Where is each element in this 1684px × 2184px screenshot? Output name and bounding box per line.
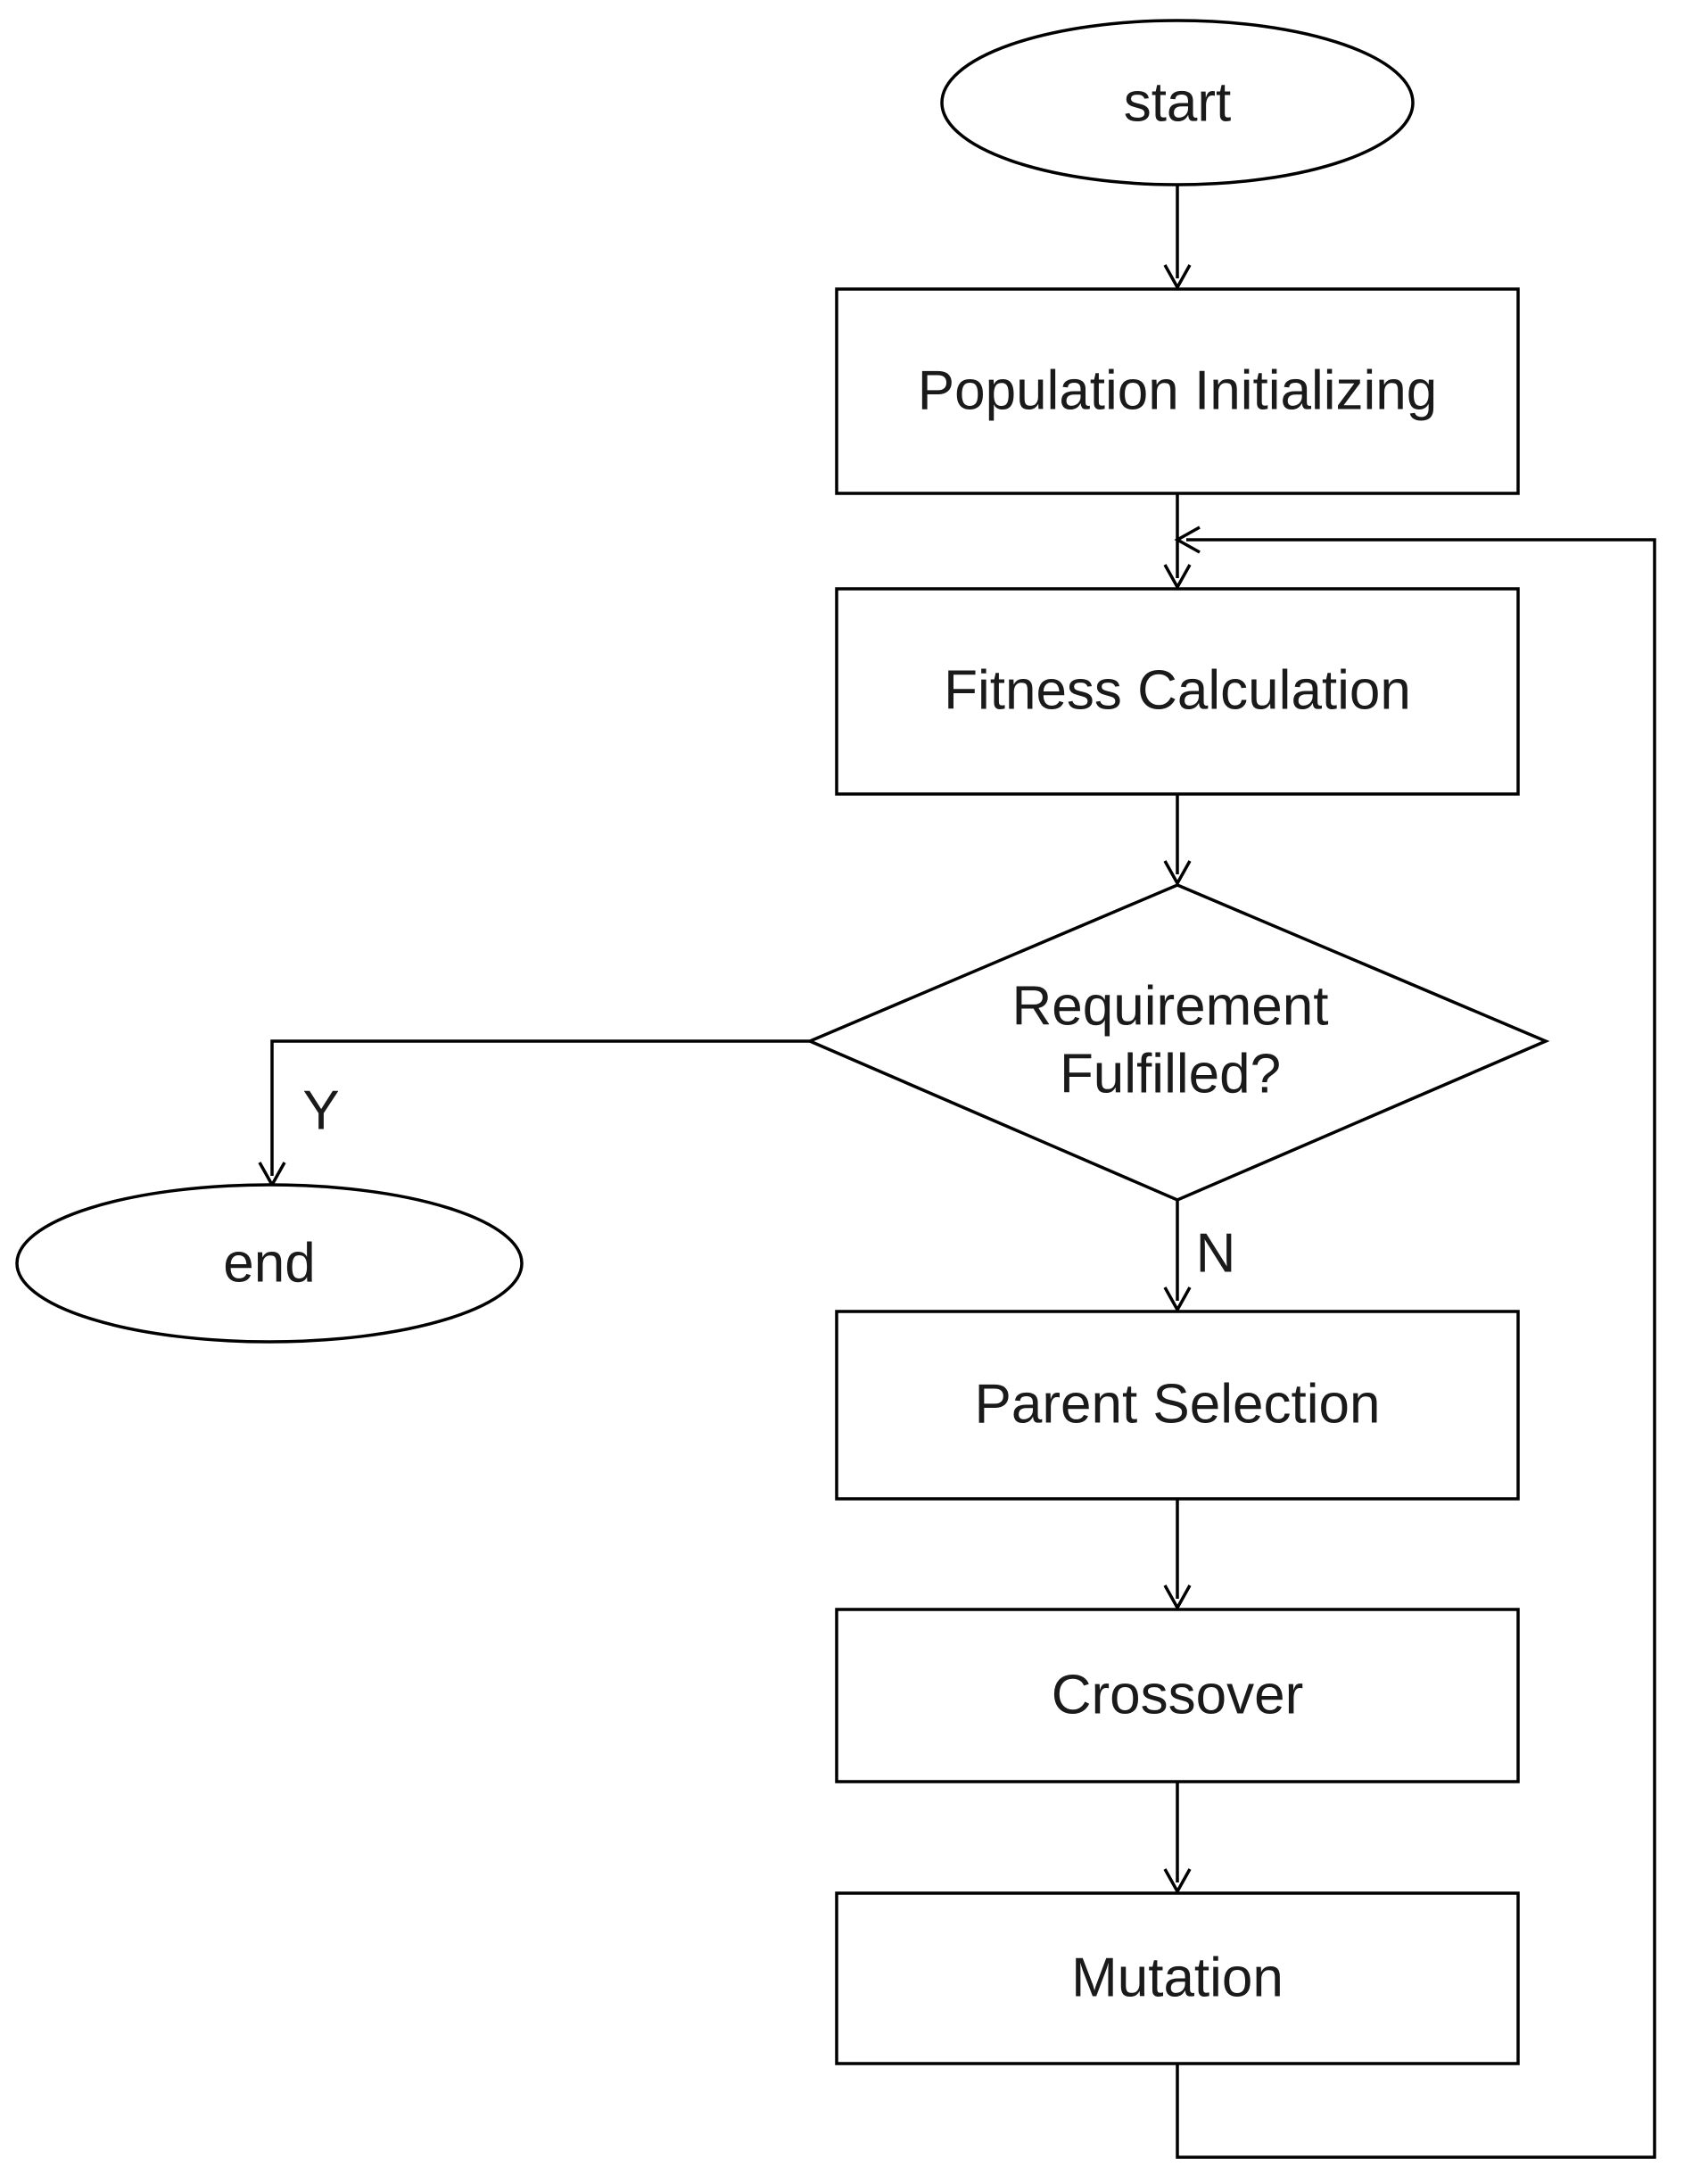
requirement-fulfilled-decision: Requirement Fulfilled? xyxy=(805,883,1550,1202)
crossover-label: Crossover xyxy=(1052,1665,1304,1726)
edge-start-to-init xyxy=(1163,185,1192,291)
crossover-node: Crossover xyxy=(835,1608,1520,1783)
mutation-node: Mutation xyxy=(835,1891,1520,2065)
decision-label-line2: Fulfilled? xyxy=(1060,1044,1281,1105)
mutation-label: Mutation xyxy=(1071,1948,1284,2009)
edge-fitness-to-decision xyxy=(1163,794,1192,887)
end-node: end xyxy=(15,1183,524,1344)
decision-label-line1: Requirement xyxy=(1012,976,1329,1038)
fitness-calculation-node: Fitness Calculation xyxy=(835,587,1520,796)
parent-selection-node: Parent Selection xyxy=(835,1310,1520,1501)
edge-parent-to-crossover xyxy=(1163,1499,1192,1611)
fitness-calculation-label: Fitness Calculation xyxy=(944,660,1411,722)
end-label: end xyxy=(223,1233,315,1295)
edge-crossover-to-mutation xyxy=(1163,1782,1192,1895)
population-initializing-node: Population Initializing xyxy=(835,287,1520,495)
start-label: start xyxy=(1124,72,1232,134)
parent-selection-label: Parent Selection xyxy=(975,1374,1381,1435)
no-label: N xyxy=(1196,1223,1236,1285)
start-node: start xyxy=(940,19,1415,186)
edge-init-to-fitness xyxy=(1163,493,1192,591)
edge-mutation-loop-to-fitness xyxy=(1174,525,1656,2159)
edge-decision-to-end xyxy=(258,1039,810,1188)
edge-decision-to-parent xyxy=(1163,1200,1192,1313)
yes-label: Y xyxy=(302,1080,339,1142)
population-initializing-label: Population Initializing xyxy=(918,360,1438,422)
